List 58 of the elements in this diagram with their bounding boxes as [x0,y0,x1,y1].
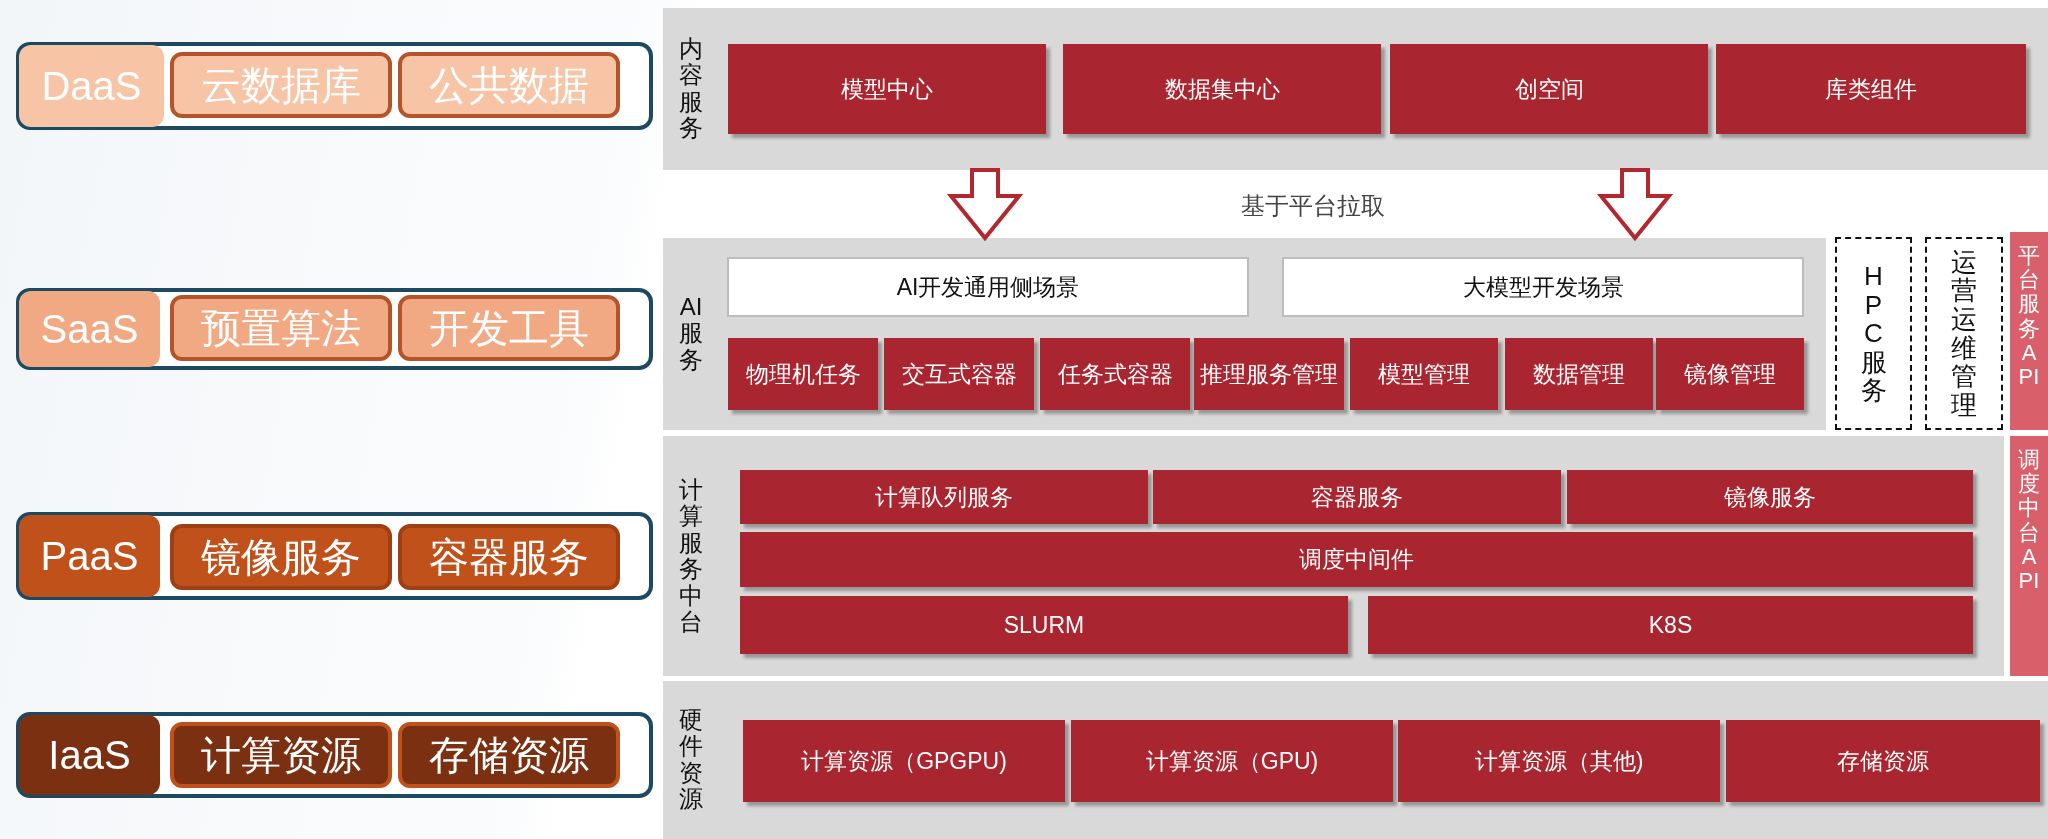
dashed-box [1835,237,1912,430]
layer-panel [663,681,2048,839]
api-bar [2010,436,2048,676]
service-layer-frame [16,712,653,798]
layer-tab: PaaS [19,515,160,597]
module-box: 存储资源 [1726,720,2040,802]
service-chip: 存储资源 [398,722,620,788]
module-box: K8S [1368,596,1973,654]
panel-label: 硬件资源 [679,707,703,813]
hollow-arrow [946,168,1024,242]
layer-panel [663,238,1826,430]
layer-tab: IaaS [19,715,160,795]
service-chip: 计算资源 [170,722,392,788]
service-layer-frame [16,512,653,600]
module-box: SLURM [740,596,1348,654]
hollow-arrow [1596,168,1674,242]
module-box: 计算资源（其他) [1398,720,1720,802]
module-box: 模型中心 [728,44,1046,134]
panel-label: 计算服务中台 [679,476,703,636]
service-chip: 开发工具 [398,295,620,361]
vertical-label: HPC服务 [1860,262,1887,405]
module-box: 任务式容器 [1040,338,1190,410]
vertical-label: 调度中台API [2018,448,2040,594]
module-box: 镜像管理 [1656,338,1804,410]
module-box: 物理机任务 [728,338,878,410]
module-box: 创空间 [1390,44,1708,134]
layer-panel [663,436,2004,676]
vertical-label: 运营运维管理 [1951,247,1977,420]
service-chip: 公共数据 [398,52,620,118]
module-box: 模型管理 [1350,338,1498,410]
vertical-label: 平台服务API [2018,244,2040,390]
module-box: 调度中间件 [740,532,1973,587]
service-layer-frame [16,42,653,130]
scenario-box: AI开发通用侧场景 [727,257,1249,317]
service-chip: 容器服务 [398,524,620,590]
module-box: 计算队列服务 [740,470,1148,524]
dashed-box [1925,237,2003,430]
panel-label: 内容服务 [679,36,703,142]
layer-tab: SaaS [19,291,160,367]
panel-label: AI服务 [679,294,703,374]
module-box: 计算资源（GPGPU) [743,720,1065,802]
module-box: 容器服务 [1153,470,1561,524]
layer-panel [663,8,2048,170]
scenario-box: 大模型开发场景 [1282,257,1804,317]
layer-tab: DaaS [19,45,164,127]
service-layer-frame [16,288,653,370]
module-box: 库类组件 [1716,44,2026,134]
service-chip: 镜像服务 [170,524,392,590]
module-box: 数据管理 [1505,338,1653,410]
module-box: 数据集中心 [1063,44,1381,134]
module-box: 交互式容器 [884,338,1034,410]
api-bar [2010,232,2048,430]
module-box: 镜像服务 [1567,470,1973,524]
service-chip: 预置算法 [170,295,392,361]
note-text: 基于平台拉取 [1240,191,1386,221]
service-chip: 云数据库 [170,52,392,118]
module-box: 计算资源（GPU) [1071,720,1393,802]
module-box: 推理服务管理 [1194,338,1344,410]
